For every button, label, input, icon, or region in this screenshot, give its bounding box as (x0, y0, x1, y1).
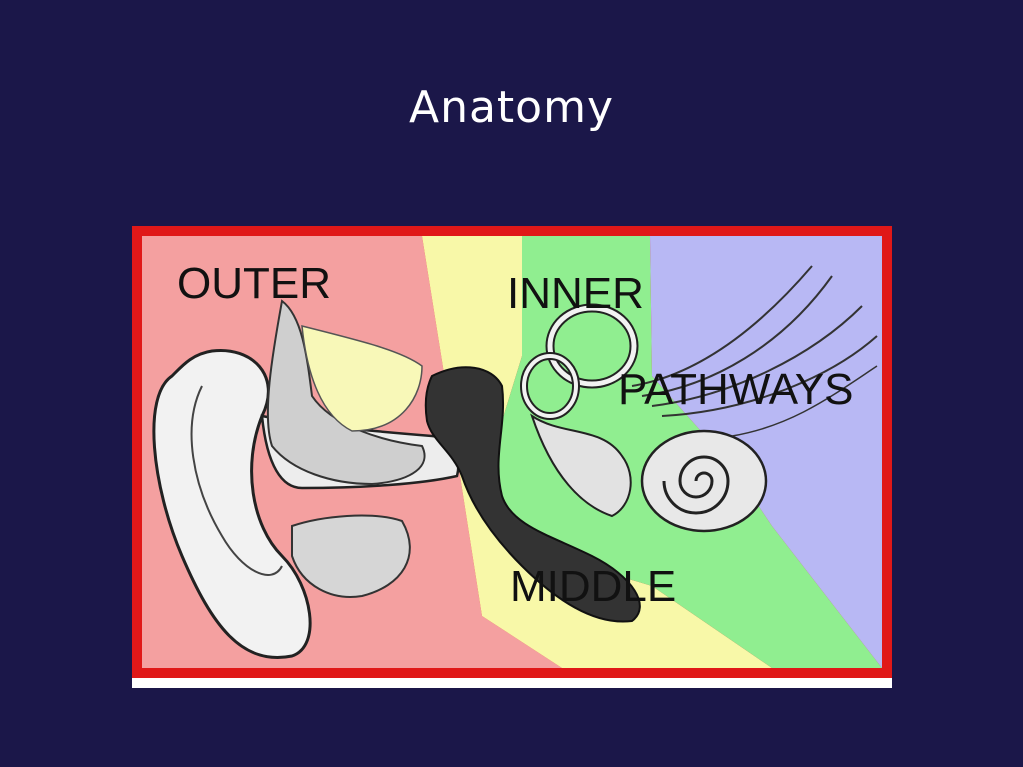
middle-label: MIDDLE (510, 562, 676, 611)
inner-label: INNER (507, 269, 644, 318)
ear-anatomy-diagram: OUTER INNER PATHWAYS MIDDLE (132, 226, 892, 688)
middle-zone (422, 236, 772, 668)
pathways-label: PATHWAYS (618, 365, 854, 414)
ear-illustration (152, 265, 878, 659)
bottom-strip (132, 676, 892, 688)
outer-label: OUTER (177, 259, 331, 308)
pathways-zone (650, 236, 882, 668)
slide-title: Anatomy (408, 82, 615, 133)
